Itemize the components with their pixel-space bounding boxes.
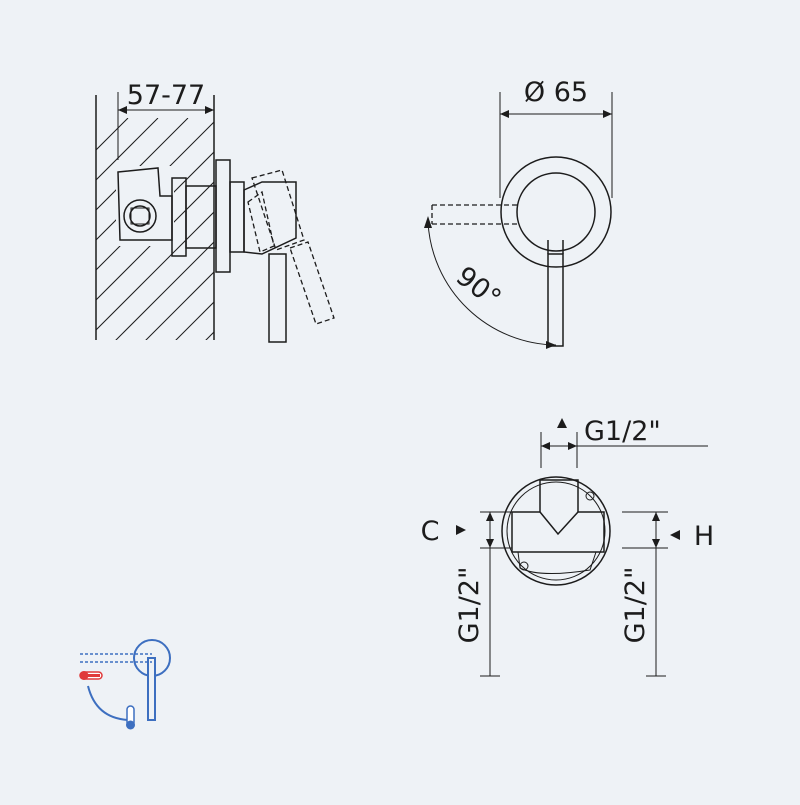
depth-dimension: 57-77 xyxy=(117,80,214,160)
lever-front xyxy=(547,253,564,347)
mixer-function-icon xyxy=(79,639,171,730)
hot-thermometer-icon xyxy=(79,671,103,680)
lever-rotated-outline xyxy=(247,169,335,325)
thread-top-label: G1/2" xyxy=(584,416,661,447)
thread-right-label: G1/2" xyxy=(620,567,651,644)
cold-thermometer-icon xyxy=(126,705,135,730)
inlet-port xyxy=(123,199,157,233)
side-view: 57-77 xyxy=(95,80,335,343)
lever-closed xyxy=(268,253,287,343)
cover-plate-side xyxy=(215,159,231,273)
connection-view: G1/2" C H G1/2" G1/2" xyxy=(421,416,714,677)
label-h: H xyxy=(694,521,714,552)
valve-body-back xyxy=(501,476,611,586)
thread-left-label: G1/2" xyxy=(454,567,485,644)
label-c: C xyxy=(421,516,440,547)
front-view: Ø 65 90° xyxy=(424,77,613,349)
diameter-label: Ø 65 xyxy=(524,77,588,108)
rotation-arc xyxy=(427,221,557,346)
wall-hatching xyxy=(96,118,214,340)
lever-horizontal-outline xyxy=(431,204,520,225)
rotation-label: 90° xyxy=(450,261,507,315)
cover-plate-front xyxy=(500,156,612,268)
depth-label: 57-77 xyxy=(127,80,205,111)
